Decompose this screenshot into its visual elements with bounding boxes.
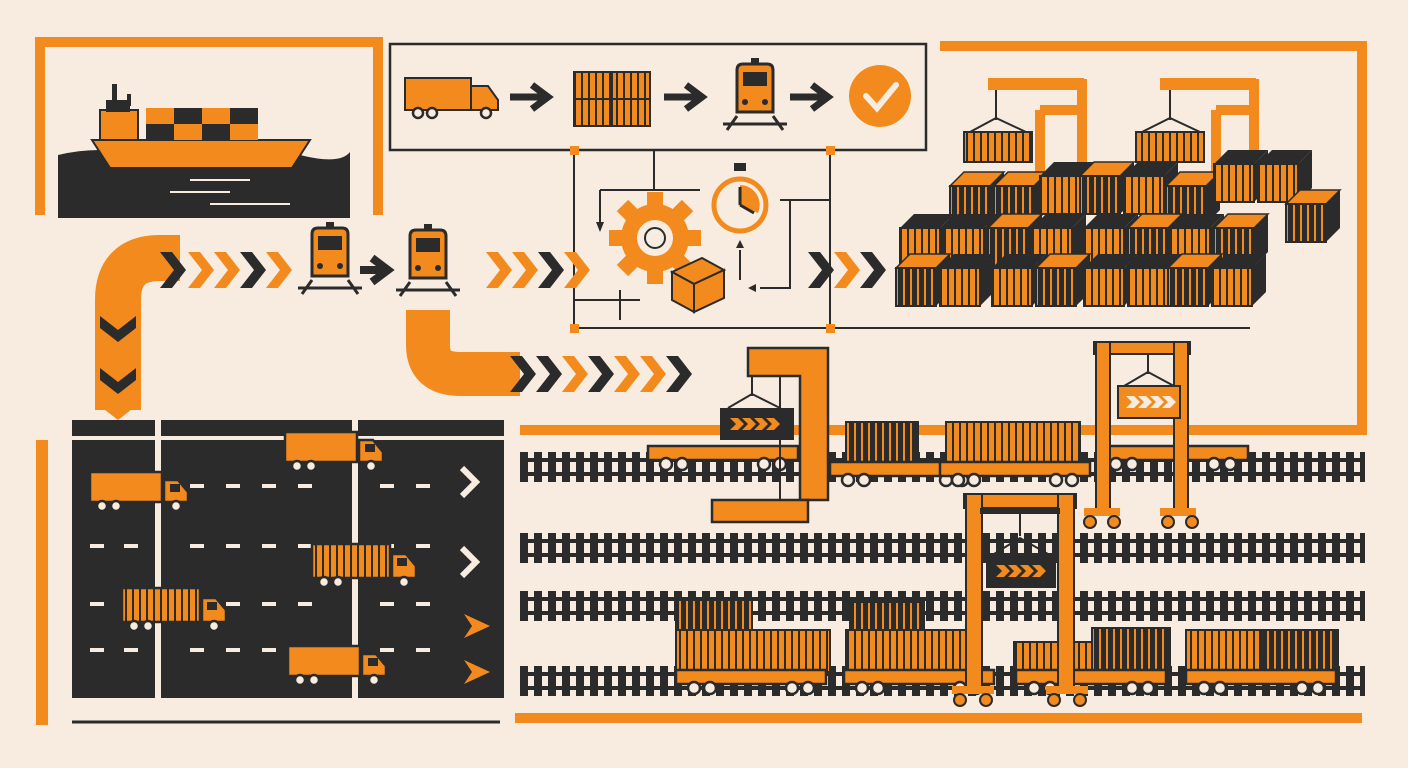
rail-yard [520,341,1365,707]
control-hub [570,146,1250,333]
frame-lines [35,37,1367,725]
parcel-box-icon [669,256,727,314]
crane-right [1135,78,1259,172]
gantry-crane-3 [952,493,1088,707]
crane-left [963,78,1087,172]
ship-harbor-panel [58,58,358,218]
checkmark-icon [849,65,911,127]
gear-icon [609,192,701,284]
train-icon [721,56,789,132]
gantry-crane-1 [710,346,830,524]
process-flow-panel [388,42,928,152]
railcar-top-3 [938,460,1092,488]
flow-chevrons [95,220,886,420]
container-yard [895,78,1341,307]
truck-highway [72,420,504,698]
cargo-ship-icon [90,84,312,169]
stopwatch-icon [711,163,769,234]
gantry-crane-2 [1083,341,1199,529]
container-stack-icon [573,71,651,127]
truck-icon [404,77,499,120]
